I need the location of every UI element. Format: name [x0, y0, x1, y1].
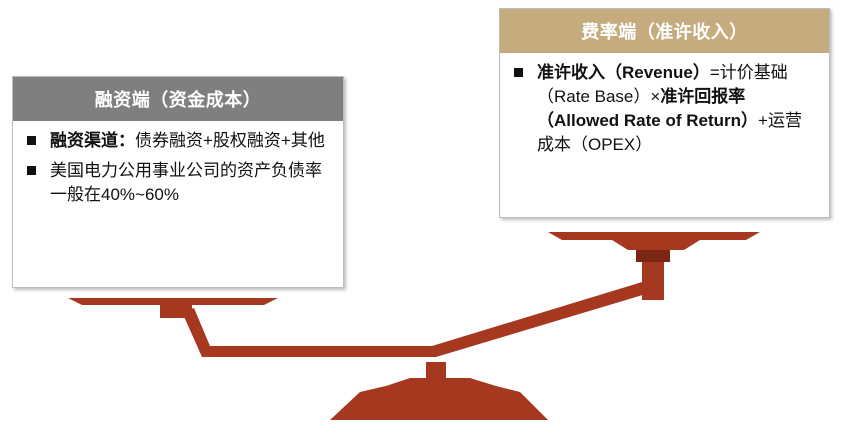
revenue-formula-bullet: 准许收入（Revenue）=计价基础（Rate Base）×准许回报率（Allo…: [514, 61, 815, 157]
financing-side-box: 融资端（资金成本） 融资渠道：债券融资+股权融资+其他 美国电力公用事业公司的资…: [12, 76, 344, 288]
right-pan-knuckle: [636, 250, 670, 262]
rate-side-box: 费率端（准许收入） 准许收入（Revenue）=计价基础（Rate Base）×…: [499, 8, 830, 218]
financing-bullet-2: 美国电力公用事业公司的资产负债率一般在40%~60%: [27, 159, 329, 207]
financing-bullet-1: 融资渠道：债券融资+股权融资+其他: [27, 129, 329, 153]
financing-channel-label: 融资渠道：: [50, 131, 135, 150]
allowed-revenue-label: 准许收入（Revenue）: [537, 63, 710, 82]
bullet-square-icon: [27, 136, 36, 145]
allowed-return-label: 准许回报率（Allowed Rate of Return）: [537, 87, 759, 130]
right-pan: [548, 232, 760, 240]
scale-beam: [182, 282, 646, 357]
scale-base: [330, 378, 548, 420]
right-pan-neck: [612, 240, 700, 250]
scale-post: [426, 362, 446, 384]
bullet-square-icon: [514, 68, 523, 77]
opex-text: +运营成本（OPEX）: [537, 111, 802, 154]
left-pan: [68, 298, 278, 305]
bullet-square-icon: [27, 166, 36, 175]
debt-ratio-text: 美国电力公用事业公司的资产负债率一般在40%~60%: [50, 161, 322, 204]
rate-side-title: 费率端（准许收入）: [500, 9, 829, 53]
rate-base-text: =计价基础（Rate Base）×: [537, 63, 788, 106]
financing-side-title: 融资端（资金成本）: [13, 77, 343, 121]
financing-channel-text: 债券融资+股权融资+其他: [135, 131, 325, 150]
